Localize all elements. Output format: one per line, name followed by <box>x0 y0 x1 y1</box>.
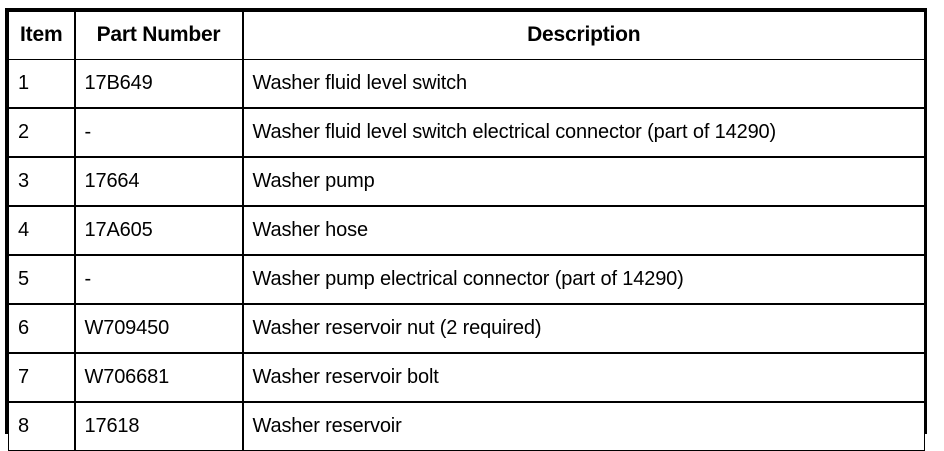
cell-item: 3 <box>8 156 75 207</box>
table-row: 5 - Washer pump electrical connector (pa… <box>8 254 925 305</box>
cell-part-number: 17A605 <box>73 205 243 256</box>
cell-description: Washer reservoir bolt <box>241 352 925 403</box>
cell-item: 2 <box>8 107 75 158</box>
washer-system-parts-table: Item Part Number Description 1 17B649 Wa… <box>8 11 925 451</box>
cell-item: 8 <box>8 401 75 451</box>
cell-item: 7 <box>8 352 75 403</box>
parts-table-container: Item Part Number Description 1 17B649 Wa… <box>5 8 927 451</box>
header-row: Item Part Number Description <box>8 11 925 60</box>
cell-description: Washer fluid level switch electrical con… <box>241 107 925 158</box>
table-row: 4 17A605 Washer hose <box>8 205 925 256</box>
cell-part-number: W706681 <box>73 352 243 403</box>
cell-description: Washer fluid level switch <box>241 59 925 109</box>
table-header: Item Part Number Description <box>8 11 925 60</box>
cell-item: 4 <box>8 205 75 256</box>
cell-part-number: 17664 <box>73 156 243 207</box>
cell-part-number: - <box>73 254 243 305</box>
cell-description: Washer reservoir nut (2 required) <box>241 303 925 354</box>
cell-item: 1 <box>8 59 75 109</box>
cell-description: Washer reservoir <box>241 401 925 451</box>
table-row: 7 W706681 Washer reservoir bolt <box>8 352 925 403</box>
cell-description: Washer hose <box>241 205 925 256</box>
column-header-description: Description <box>241 11 925 60</box>
table-row: 8 17618 Washer reservoir <box>8 401 925 451</box>
table-row: 3 17664 Washer pump <box>8 156 925 207</box>
cell-description: Washer pump <box>241 156 925 207</box>
cell-part-number: - <box>73 107 243 158</box>
table-body: 1 17B649 Washer fluid level switch 2 - W… <box>8 59 925 451</box>
cell-item: 5 <box>8 254 75 305</box>
cell-item: 6 <box>8 303 75 354</box>
table-row: 6 W709450 Washer reservoir nut (2 requir… <box>8 303 925 354</box>
cell-part-number: 17B649 <box>73 59 243 109</box>
cell-description: Washer pump electrical connector (part o… <box>241 254 925 305</box>
table-row: 1 17B649 Washer fluid level switch <box>8 59 925 109</box>
table-row: 2 - Washer fluid level switch electrical… <box>8 107 925 158</box>
cell-part-number: 17618 <box>73 401 243 451</box>
column-header-item: Item <box>8 11 75 60</box>
cell-part-number: W709450 <box>73 303 243 354</box>
column-header-part-number: Part Number <box>73 11 243 60</box>
